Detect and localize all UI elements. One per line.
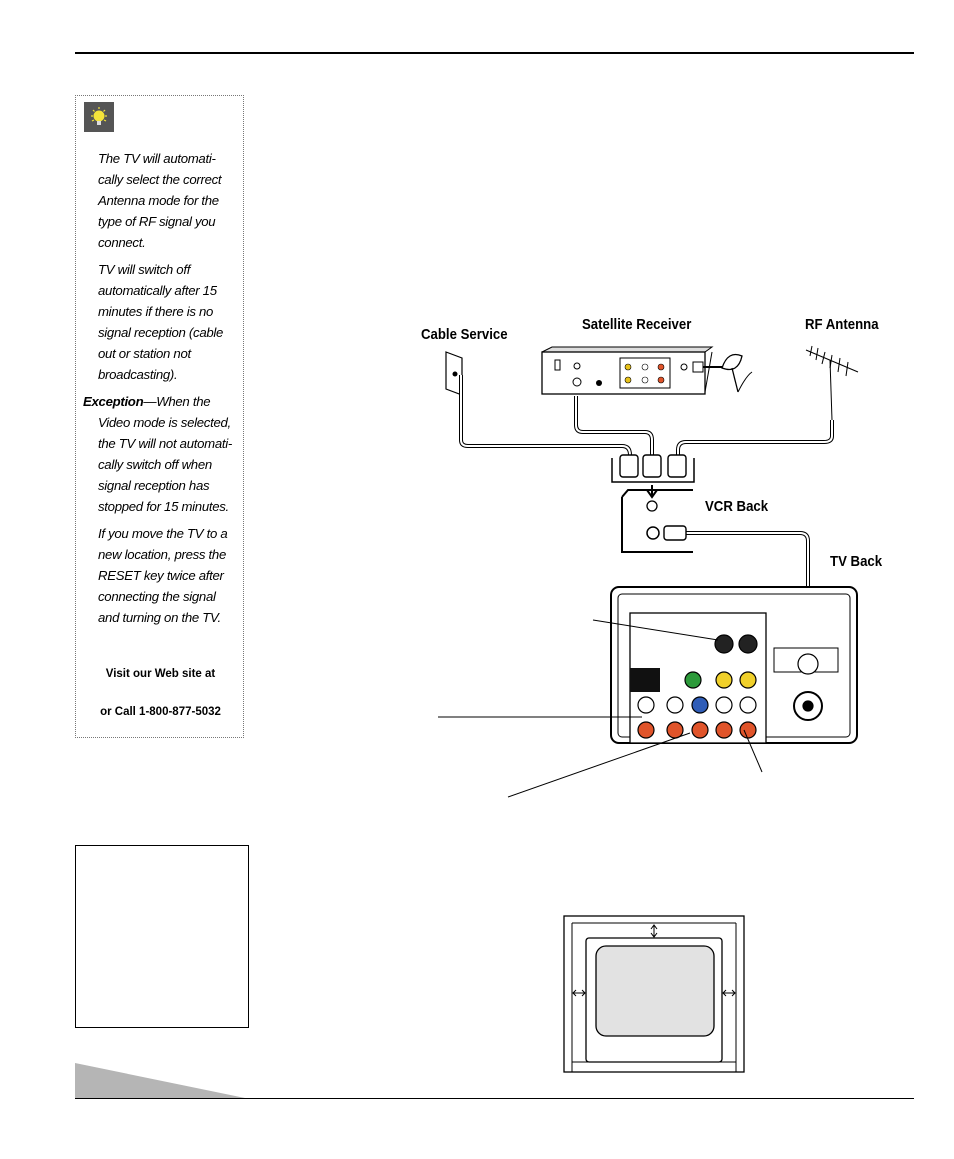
satellite-receiver-label: Satellite Receiver <box>582 316 692 333</box>
vcr-back-label: VCR Back <box>705 498 769 515</box>
lightbulb-icon <box>84 102 114 132</box>
tv-back-label: TV Back <box>830 553 883 570</box>
cable-service-label: Cable Service <box>421 326 508 343</box>
web-site-line: Visit our Web site at <box>105 668 216 680</box>
tip-paragraph: TV will switch off automatically after 1… <box>98 262 224 382</box>
satellite-dish <box>703 353 753 393</box>
tip-box: The TV will automati-cally select the co… <box>75 95 244 738</box>
rf-antenna <box>805 345 859 421</box>
bottom-rule <box>75 1098 914 1099</box>
top-rule <box>75 52 914 54</box>
exception-label: Exception <box>83 394 144 409</box>
tv-cabinet-illustration <box>563 915 745 1073</box>
vcr-back <box>621 489 693 553</box>
cable-wall-plate <box>445 351 463 396</box>
blank-box <box>75 845 249 1028</box>
callout-lines <box>438 619 763 798</box>
rf-antenna-label: RF Antenna <box>805 316 879 333</box>
page-tab <box>75 1063 245 1098</box>
tip-paragraph: If you move the TV to a new location, pr… <box>98 526 228 625</box>
cables <box>459 375 834 650</box>
satellite-receiver-box <box>541 346 714 395</box>
tv-back-panel <box>610 586 858 744</box>
tip-exception: Exception—When the Video mode is selecte… <box>83 391 240 517</box>
tip-text: The TV will automati-cally select the co… <box>83 148 240 634</box>
phone-line: or Call 1-800-877-5032 <box>100 706 221 718</box>
tip-paragraph: The TV will automati-cally select the co… <box>98 151 222 250</box>
connector-choices <box>611 454 695 499</box>
exception-text: —When the Video mode is selected, the TV… <box>98 394 232 514</box>
